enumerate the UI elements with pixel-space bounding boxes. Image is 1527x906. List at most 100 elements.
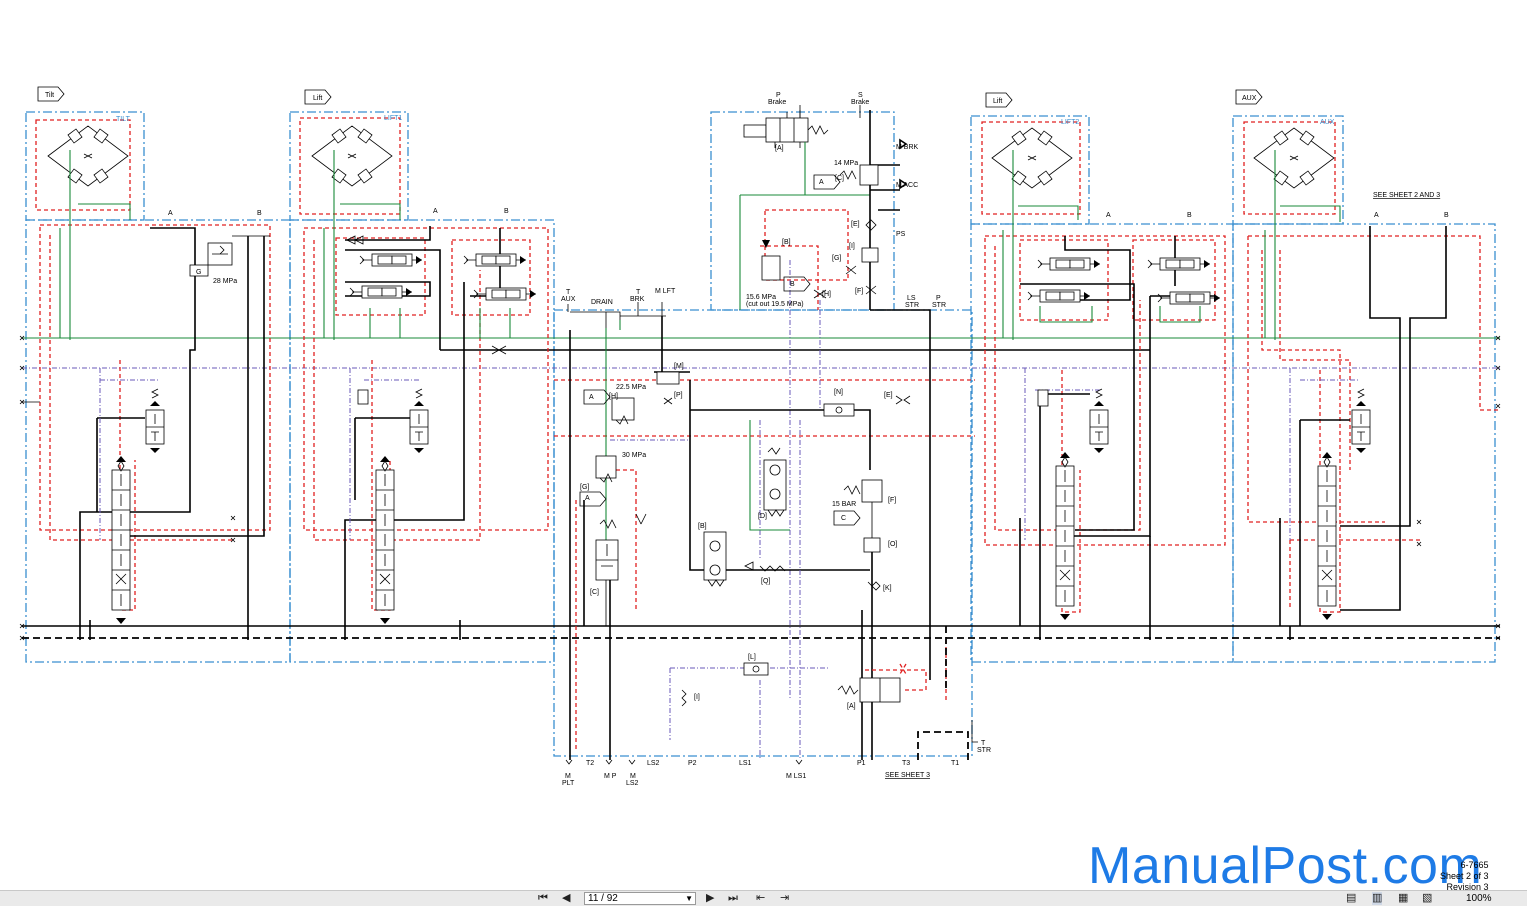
brake-section [739,105,931,700]
p195-label: (cut out 19.5 MPa) [746,301,804,308]
ref-p-center: [P] [674,392,683,399]
facing-continuous-icon[interactable]: ▧ [1422,892,1433,904]
page-number-field[interactable]: 11 / 92 ▼ [584,892,696,905]
tilt-port-a: A [168,210,173,217]
watermark: ManualPost.com [1088,837,1483,895]
continuous-page-icon[interactable]: ▥ [1372,892,1383,905]
aux-port-b: B [1444,212,1449,219]
g-pressure: 28 MPa [213,278,237,285]
center-section [567,302,978,760]
ref-f-center: [F] [888,497,896,504]
enclosure-lines [25,111,1496,757]
ref-i-brake: [I] [849,243,855,250]
port-m-p: M P [604,773,617,780]
see-sheet-23: SEE SHEET 2 AND 3 [1373,192,1440,199]
port-p2: P2 [688,760,697,767]
bottom-ports: M PLT T2 M P M LS2 LS2 P2 LS1 M LS1 P1 T… [562,759,959,787]
m-brk-label: M BRK [896,144,919,151]
ref-b-brake: [B] [782,239,791,246]
forward-icon[interactable]: ⇥ [780,892,790,904]
lift1-port-a: A [433,208,438,215]
ref-g-brake: [G] [832,255,841,262]
ls-str-bottom: STR [905,302,919,309]
back-icon[interactable]: ⇤ [756,892,766,904]
ref-n-center: [N] [834,389,843,396]
t-brk-bottom: BRK [630,296,645,303]
p-brake-bottom: Brake [768,99,786,106]
s-brake-bottom: Brake [851,99,869,106]
port-m-plt-top: M [565,773,571,780]
t-aux-bottom: AUX [561,296,576,303]
lift2-section [981,121,1226,640]
ref-h-center: [H] [609,393,618,400]
ref-i-center: [I] [694,694,700,701]
lift2-tag: Lift [993,98,1002,105]
t-brk-top: T [636,289,641,296]
aux-port-a: A [1374,212,1379,219]
t-str-bottom: STR [977,747,991,754]
ls-str-top: LS [907,295,916,302]
port-t1: T1 [951,760,959,767]
p-str-bottom: STR [932,302,946,309]
g-tag: G [196,269,201,276]
ref-q-center: [Q] [761,578,770,585]
ref-h-brake: [H] [822,291,831,298]
tilt-tag: Tilt [45,92,54,99]
p14-label: 14 MPa [834,160,858,167]
ref-m-center: [M] [674,363,684,370]
bar15-label: 15 BAR [832,501,856,508]
lift1-tag: Lift [313,95,322,102]
flag-a-center-2: A [585,495,590,502]
port-p1: P1 [857,760,866,767]
p156-label: 15.6 MPa [746,294,776,301]
sheet-info: 6-7665 Sheet 2 of 3 Revision 3 [1440,860,1489,893]
p225-label: 22.5 MPa [616,384,646,391]
ref-l-center: [L] [748,654,756,661]
t-aux-top: T [566,289,571,296]
next-page-icon[interactable]: ▶ [706,892,715,904]
facing-pages-icon[interactable]: ▦ [1398,892,1409,904]
m-lft-label: M LFT [655,288,676,295]
chevron-down-icon[interactable]: ▼ [685,894,693,903]
ref-k-center: [K] [883,585,892,592]
p-brake-top: P [776,92,781,99]
ps-label: PS [896,231,906,238]
prev-page-icon[interactable]: ◀ [562,892,571,904]
first-page-icon[interactable]: ⏮ [538,892,548,904]
lift1-port-b: B [504,208,509,215]
drain-label: DRAIN [591,299,613,306]
ref-e-center: [E] [884,392,893,399]
single-page-icon[interactable]: ▤ [1346,892,1357,904]
last-page-icon[interactable]: ⏭ [728,892,738,904]
port-m-ls1: M LS1 [786,773,806,780]
flag-c-center: C [841,515,846,522]
port-m-ls2-bottom: LS2 [626,780,639,787]
t-str-top: T [981,740,986,747]
zoom-level[interactable]: 100% [1466,893,1492,904]
m-acc-label: M ACC [896,182,918,189]
edge-port-marks [19,335,1501,641]
viewer-toolbar: ⏮ ◀ 11 / 92 ▼ ▶ ⏭ ⇤ ⇥ ▤ ▥ ▦ ▧ 100% [0,890,1527,906]
aux-tag: AUX [1242,95,1257,102]
aux-section [1243,121,1498,640]
aux-valve-label: AUX [1320,119,1335,126]
tilt-section [35,119,271,640]
p-str-top: P [936,295,941,302]
s-brake-top: S [858,92,863,99]
page-number-value: 11 / 92 [588,893,618,904]
revision: Revision 3 [1446,882,1489,892]
port-t3: T3 [902,760,910,767]
port-t2: T2 [586,760,594,767]
port-m-plt-bottom: PLT [562,780,575,787]
port-ls2: LS2 [647,760,660,767]
ref-e-brake: [E] [851,221,860,228]
ref-o-center: [O] [888,541,897,548]
ref-a-brake: [A] [775,145,784,152]
lift2-valve-label: LIFT2 [1061,119,1079,126]
ref-b-center: [B] [698,523,707,530]
see-sheet-3: SEE SHEET 3 [885,772,930,779]
lift1-valve-label: LIFT1 [384,115,402,122]
tilt-valve-label: TILT [116,116,131,123]
ref-a-center: [A] [847,703,856,710]
